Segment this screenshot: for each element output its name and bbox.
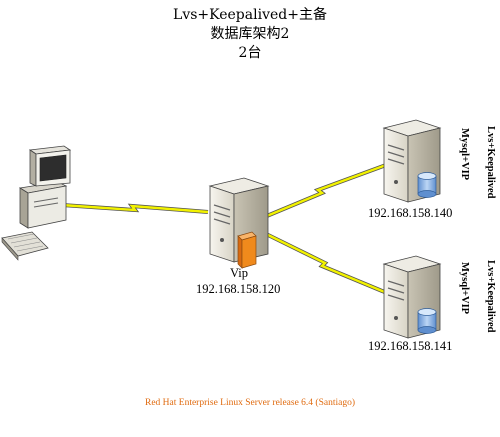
server1-database-icon (417, 172, 437, 198)
os-release-footer: Red Hat Enterprise Linux Server release … (145, 398, 355, 408)
server2-icon (382, 255, 442, 339)
server2-ip: 192.168.158.141 (368, 339, 453, 353)
server2-lvs-tag: Lvs+Keepalived (485, 260, 496, 333)
server2-database-icon (417, 308, 437, 334)
link-vip-to-server2 (261, 230, 388, 295)
title-line-2: 数据库架构2 (210, 26, 290, 42)
firewall-icon (237, 231, 257, 269)
server1-lvs-tag: Lvs+Keepalived (485, 126, 496, 199)
vip-ip: 192.168.158.120 (196, 282, 281, 296)
client-pc-icon (1, 145, 72, 261)
link-pc-to-vip (61, 203, 209, 214)
server1-ip: 192.168.158.140 (368, 206, 453, 220)
server2-mysql-tag: Mysql+VIP (459, 262, 470, 315)
title-line-1: Lvs+Keepalived+主备 (173, 7, 327, 23)
server1-mysql-tag: Mysql+VIP (459, 128, 470, 181)
title-line-3: 2台 (238, 45, 262, 61)
link-vip-to-server1 (261, 163, 387, 220)
vip-label: Vip (230, 266, 248, 280)
